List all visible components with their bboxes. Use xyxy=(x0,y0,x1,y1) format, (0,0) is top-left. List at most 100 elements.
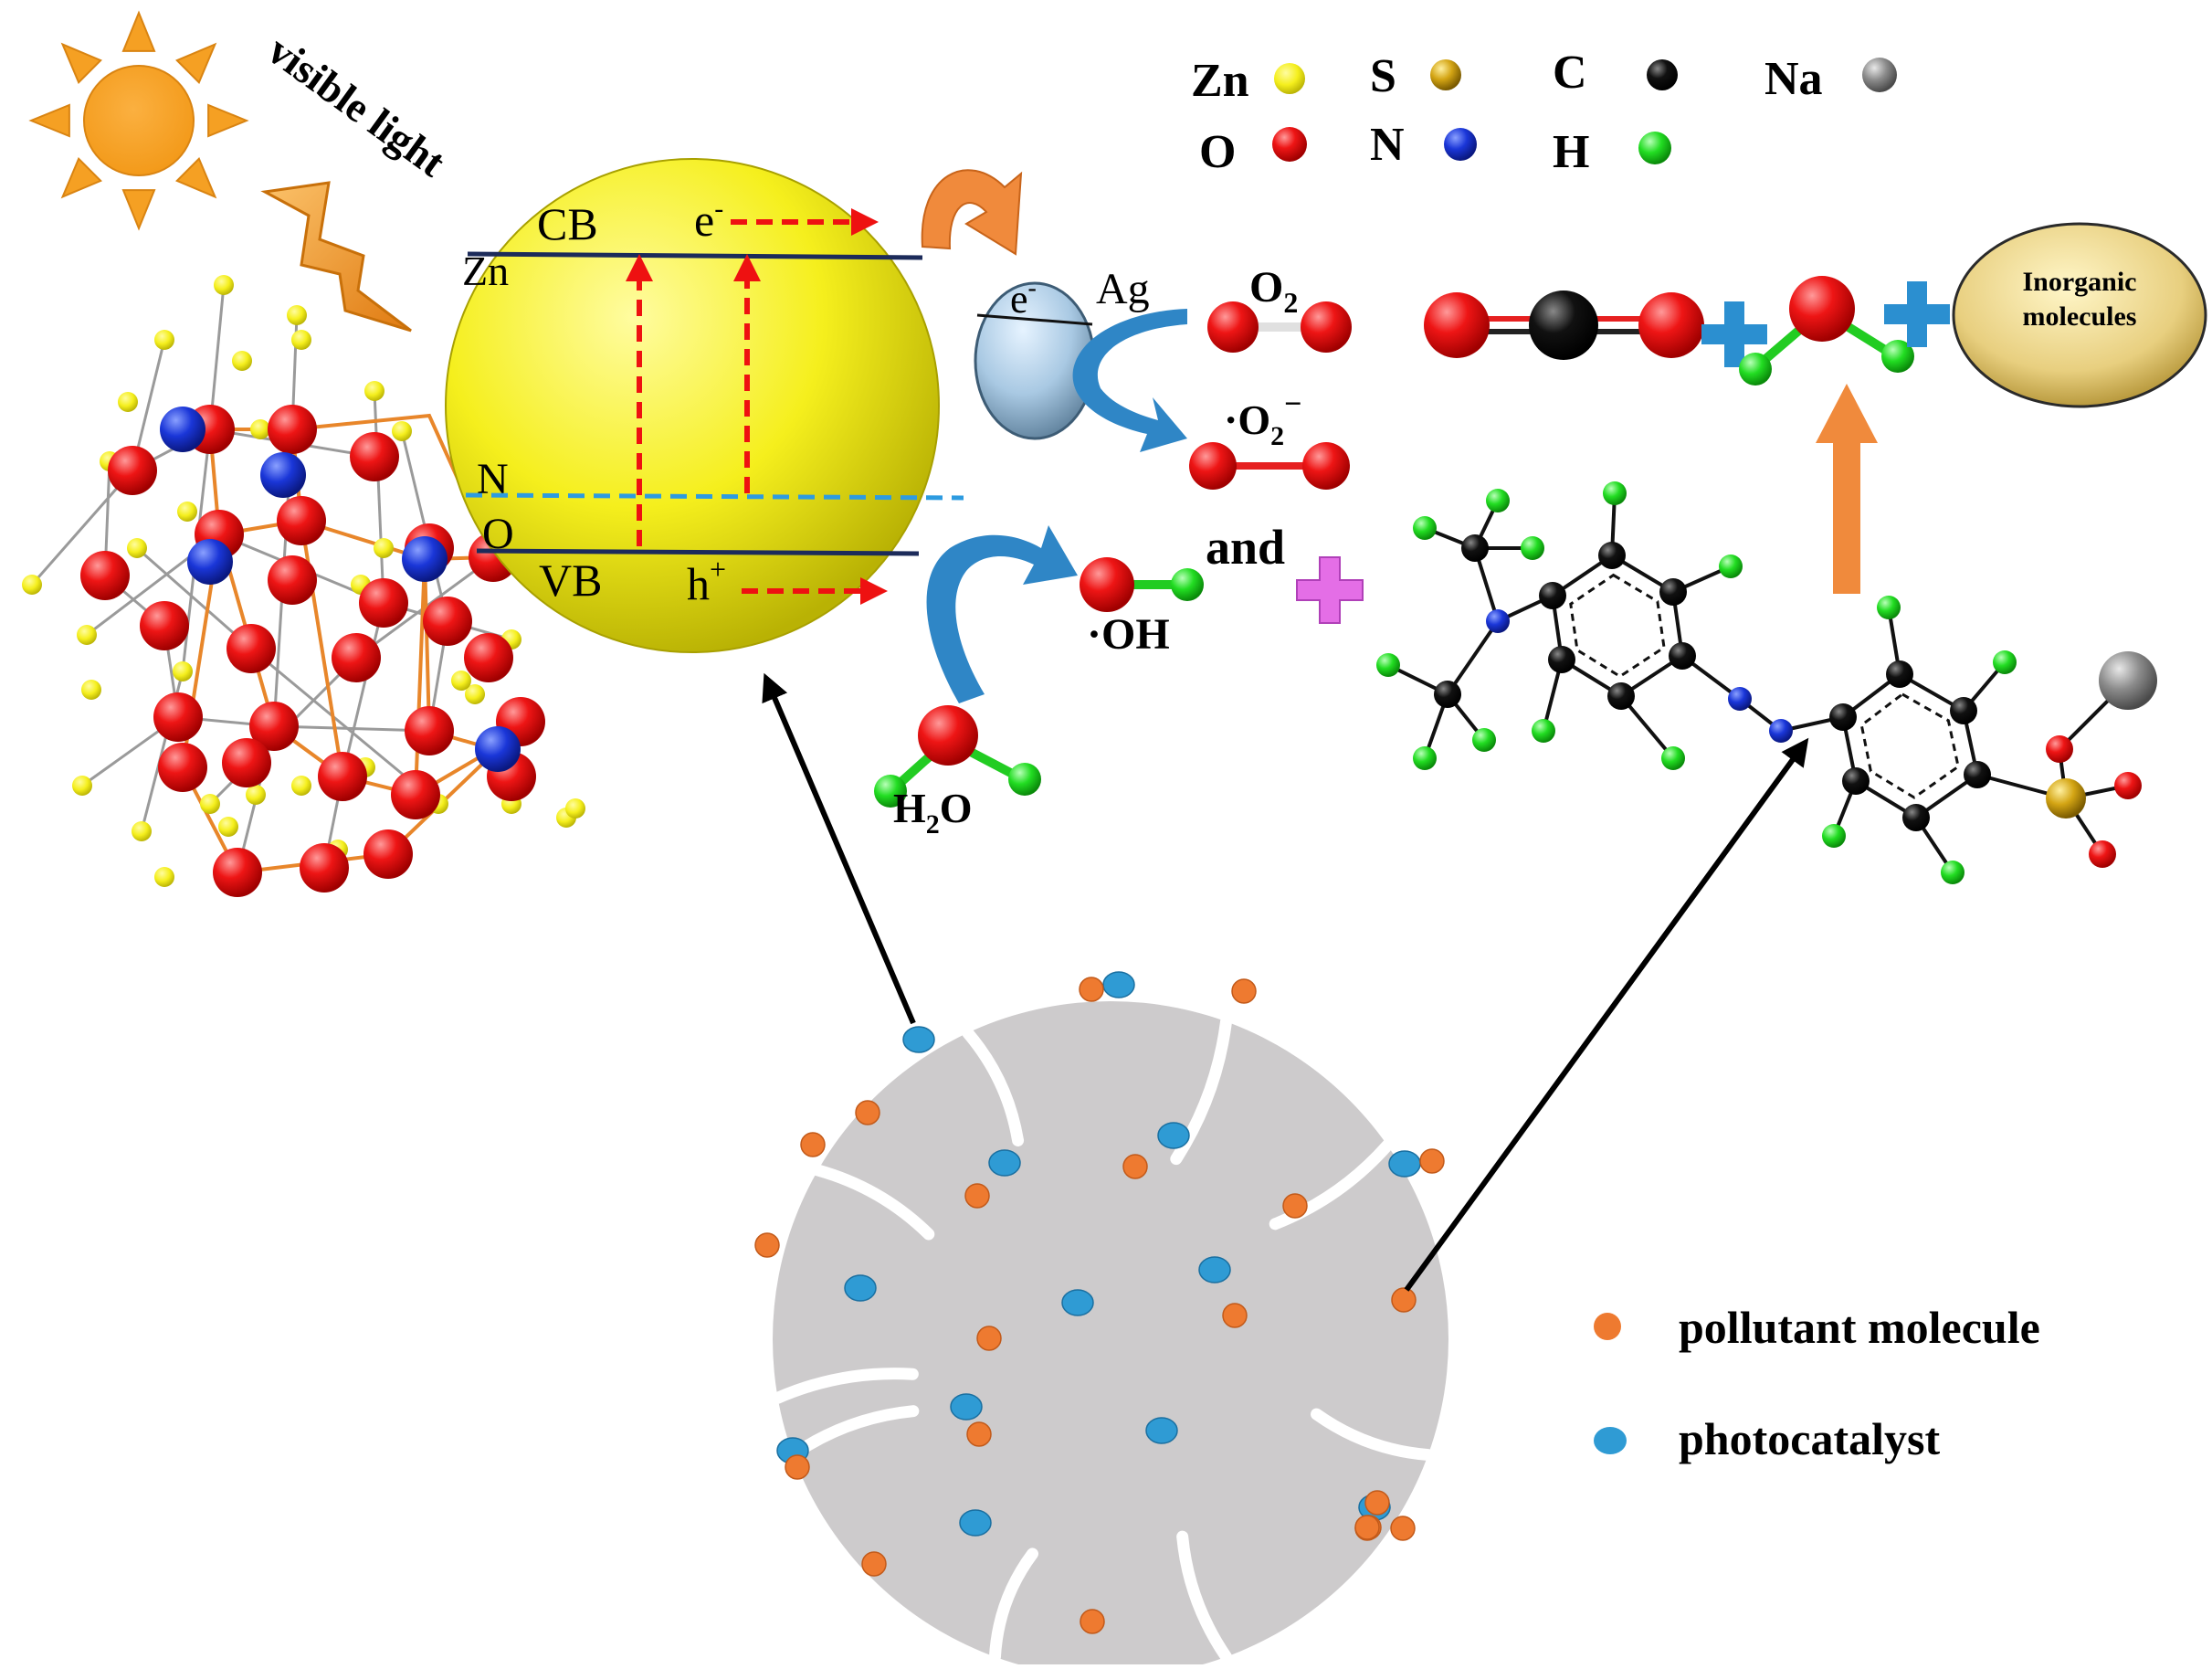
dye-h-atom xyxy=(1532,719,1555,743)
pink-plus-icon xyxy=(1296,556,1364,624)
legend-na-swatch xyxy=(1862,58,1897,92)
lattice-zn-atom xyxy=(374,538,394,558)
dye-h-atom xyxy=(1376,653,1400,677)
porous-particle xyxy=(773,1001,1448,1669)
legend-na-label: Na xyxy=(1764,53,1823,105)
pollutant-dot xyxy=(1122,1154,1148,1179)
pollutant-dot xyxy=(964,1183,990,1209)
lattice-o-atom xyxy=(391,770,440,819)
dye-c-atom xyxy=(1842,767,1870,795)
pollutant-dot xyxy=(1222,1303,1248,1328)
dye-c-atom xyxy=(1950,697,1977,724)
lattice-zn-atom xyxy=(154,330,174,350)
photocatalyst-dot xyxy=(1157,1122,1190,1149)
photocatalyst-dot xyxy=(1388,1150,1421,1178)
lattice-bond xyxy=(322,390,385,869)
dye-h-atom xyxy=(1719,555,1743,578)
lattice-o-atom xyxy=(140,601,189,650)
lattice-o-atom xyxy=(464,633,513,682)
pollutant-dot xyxy=(1364,1490,1390,1516)
sun-icon xyxy=(28,10,249,231)
dye-c-atom xyxy=(1539,582,1566,609)
dye-c-atom xyxy=(1434,681,1461,708)
lattice-o-atom xyxy=(363,829,413,879)
pollutant-dot xyxy=(1282,1193,1308,1219)
legend-c-swatch xyxy=(1647,59,1678,90)
lattice-o-atom xyxy=(213,848,262,897)
element-legend: Zn S C Na O N H xyxy=(1191,47,1897,178)
lattice-o-atom xyxy=(300,843,349,893)
dye-aromatic-ring xyxy=(1859,692,1960,799)
lattice-zn-atom xyxy=(291,776,311,796)
inorganic-molecules-label-line1: Inorganic xyxy=(2022,267,2136,297)
electron-jump-arrow xyxy=(921,169,1023,256)
lattice-n-atom xyxy=(475,726,521,772)
visible-light-label: visible light xyxy=(259,26,455,186)
water-molecule xyxy=(874,705,1041,808)
superoxide-label: ·O2− xyxy=(1224,387,1302,451)
lattice-zn-atom xyxy=(118,392,138,412)
lattice-o-atom xyxy=(158,743,207,792)
photocatalyst-dot xyxy=(988,1149,1021,1177)
lattice-zn-atom xyxy=(154,867,174,887)
water-oxidation-arrow xyxy=(926,525,1078,703)
sun-ray xyxy=(60,157,102,199)
hydroxyl-radical-molecule xyxy=(1080,557,1204,612)
lattice-bond xyxy=(414,558,427,796)
vb-label: VB xyxy=(539,555,602,606)
lattice-o-atom xyxy=(268,555,317,605)
hydroxyl-label: ·OH xyxy=(1087,610,1170,659)
legend-o-swatch xyxy=(1272,127,1307,162)
dye-c-atom xyxy=(1548,646,1575,673)
photocatalyst-dot xyxy=(1061,1289,1094,1316)
dye-h-atom xyxy=(1877,596,1901,619)
photocatalyst-dot xyxy=(950,1393,983,1421)
hole-label: h+ xyxy=(687,553,726,609)
oxygen-reduction-arrow xyxy=(1072,309,1187,452)
particle-legend: pollutant molecule photocatalyst xyxy=(1594,1302,2040,1464)
lattice-zn-atom xyxy=(291,330,311,350)
pollutant-pointer-arrow xyxy=(1404,737,1809,1292)
electron-label: e- xyxy=(694,194,723,246)
lattice-o-atom xyxy=(226,624,276,673)
legend-zn-swatch xyxy=(1274,63,1305,94)
dye-h-atom xyxy=(1822,824,1846,848)
blue-plus-icon-1 xyxy=(1701,301,1767,367)
pollutant-dot xyxy=(1354,1515,1380,1540)
pollutant-dot xyxy=(861,1551,887,1577)
lattice-o-atom xyxy=(249,702,299,751)
water-product-molecule xyxy=(1739,276,1914,386)
particle-dots xyxy=(754,971,1445,1634)
lattice-o-atom xyxy=(318,752,367,801)
dye-s-atom xyxy=(2046,778,2086,819)
inorganic-molecules-ellipse xyxy=(1952,222,2207,408)
lattice-o-atom xyxy=(405,706,454,755)
photocatalyst-dot xyxy=(1198,1256,1231,1283)
lattice-zn-atom xyxy=(246,785,266,805)
pollutant-dot xyxy=(800,1132,826,1157)
silver-divider xyxy=(976,313,1093,326)
legend-photocatalyst-swatch xyxy=(1594,1427,1627,1454)
dye-h-atom xyxy=(1603,481,1627,505)
sun-disc xyxy=(83,65,195,176)
lattice-zn-atom xyxy=(232,351,252,371)
pollutant-dot xyxy=(785,1454,810,1480)
photocatalyst-dot xyxy=(959,1509,992,1537)
lattice-zn-atom xyxy=(364,381,384,401)
legend-c-label: C xyxy=(1553,47,1587,99)
dye-c-atom xyxy=(1659,578,1687,606)
lattice-zn-atom xyxy=(392,421,412,441)
lattice-zn-atom xyxy=(465,684,485,704)
lattice-zn-atom xyxy=(200,794,220,814)
sun-ray xyxy=(60,42,102,84)
dye-molecule xyxy=(1376,481,2157,884)
dye-h-atom xyxy=(1413,516,1437,540)
particle-pore xyxy=(1176,1530,1233,1664)
lattice-zn-atom xyxy=(132,821,152,841)
legend-o-label: O xyxy=(1199,126,1236,178)
dye-bond xyxy=(1446,619,1500,696)
lattice-o-atom xyxy=(153,692,203,742)
dye-n-atom xyxy=(1486,609,1510,633)
superoxide-molecule xyxy=(1189,442,1350,490)
